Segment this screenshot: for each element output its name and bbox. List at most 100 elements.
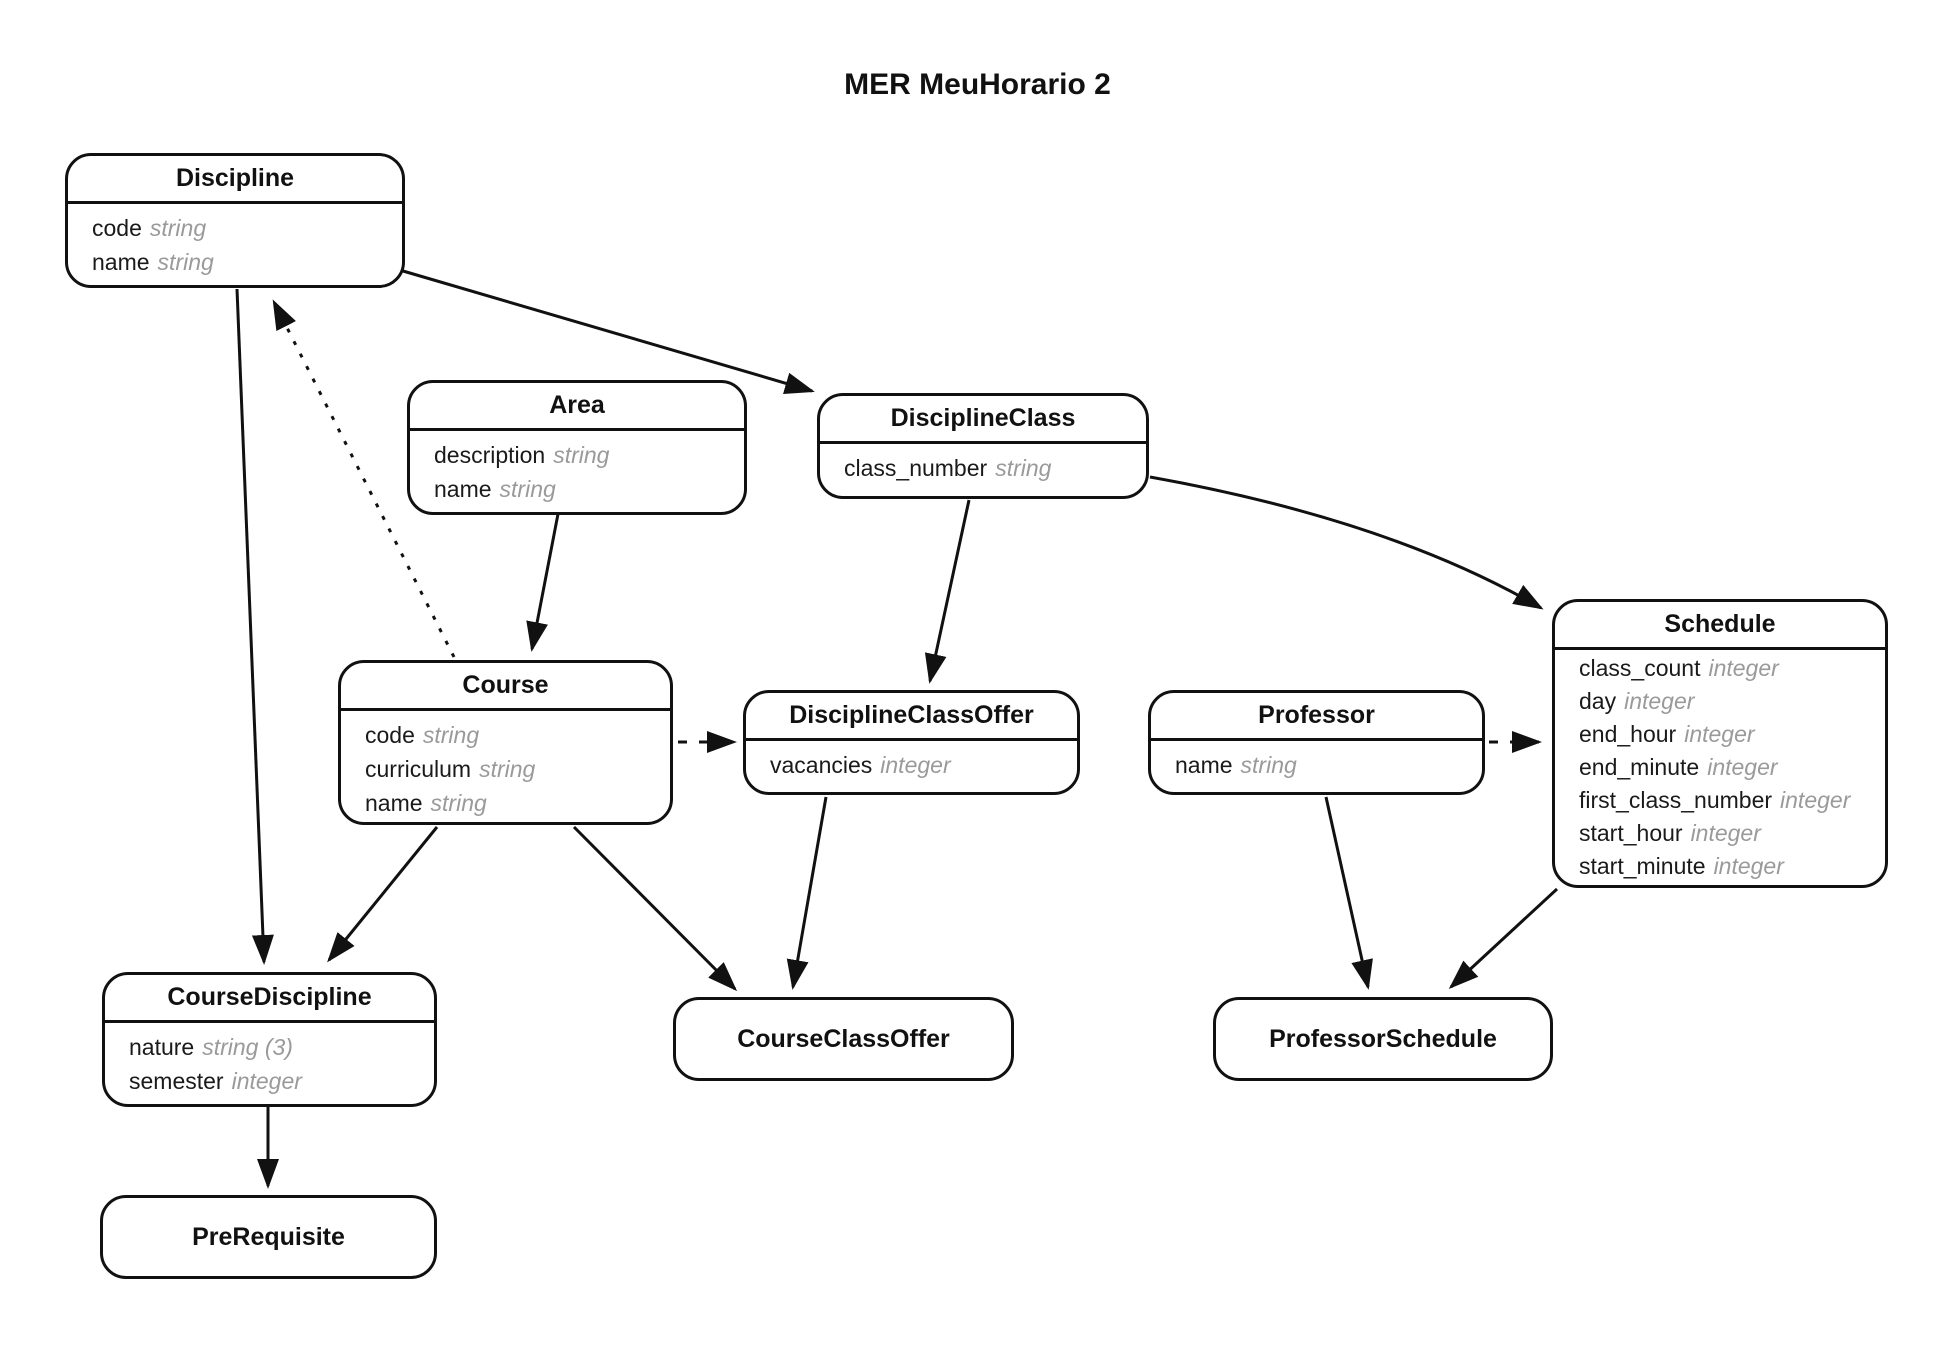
attribute-row: end_hour integer [1579,718,1885,751]
entity-disciplineclass: DisciplineClass class_number string [817,393,1149,499]
attribute-name: description [434,442,546,468]
attribute-type: string [1240,752,1297,778]
entity-disciplineclassoffer-title: DisciplineClassOffer [746,693,1077,741]
attribute-type: integer [1708,655,1779,681]
attribute-name: day [1579,688,1617,714]
attribute-name: start_minute [1579,853,1706,879]
attribute-row: start_minute integer [1579,850,1885,883]
attribute-row: vacancies integer [770,748,1077,782]
attribute-type: string [995,455,1052,481]
attribute-name: vacancies [770,752,873,778]
edge-course-to-coursediscipline [327,826,439,963]
edge-area-to-course [526,513,560,652]
attribute-name: code [365,722,415,748]
edge-course-to-discipline [272,299,456,658]
entity-coursediscipline-attributes: nature string (3) semester integer [105,1023,434,1098]
attribute-type: integer [1690,820,1761,846]
attribute-row: code string [365,718,670,752]
edge-disciplineclass-to-disciplineclassoffer [924,499,971,684]
attribute-name: nature [129,1034,195,1060]
attribute-row: name string [365,786,670,820]
edge-discipline-to-disciplineclass [402,269,815,394]
entity-professor-title: Professor [1151,693,1482,741]
attribute-name: name [434,476,492,502]
attribute-row: semester integer [129,1064,434,1098]
entity-prerequisite-title: PreRequisite [192,1222,345,1251]
attribute-row: curriculum string [365,752,670,786]
attribute-row: class_count integer [1579,652,1885,685]
entity-coursediscipline-title: CourseDiscipline [105,975,434,1023]
attribute-row: end_minute integer [1579,751,1885,784]
entity-course-title: Course [341,663,670,711]
attribute-type: string [479,756,536,782]
entity-prerequisite: PreRequisite [100,1195,437,1279]
attribute-name: class_count [1579,655,1701,681]
attribute-row: name string [434,472,744,506]
edge-schedule-to-professorschedule [1448,887,1559,990]
entity-disciplineclassoffer-attributes: vacancies integer [746,741,1077,782]
attribute-row: first_class_number integer [1579,784,1885,817]
entity-disciplineclassoffer: DisciplineClassOffer vacancies integer [743,690,1080,795]
entity-area-title: Area [410,383,744,431]
edge-disciplineclassoffer-to-courseclassoffer [786,796,828,990]
attribute-type: integer [1780,787,1851,813]
attribute-row: class_number string [844,451,1146,485]
attribute-name: end_minute [1579,754,1700,780]
diagram-title: MER MeuHorario 2 [844,68,1111,101]
attribute-name: name [92,249,150,275]
attribute-type: string (3) [202,1034,293,1060]
attribute-row: name string [92,245,402,279]
attribute-type: string [499,476,556,502]
attribute-name: class_number [844,455,988,481]
entity-disciplineclass-title: DisciplineClass [820,396,1146,444]
entity-area-attributes: description string name string [410,431,744,506]
attribute-type: integer [231,1068,302,1094]
edge-discipline-to-coursediscipline [235,288,274,965]
attribute-name: end_hour [1579,721,1677,747]
entity-coursediscipline: CourseDiscipline nature string (3) semest… [102,972,437,1107]
attribute-type: integer [1713,853,1784,879]
entity-schedule-title: Schedule [1555,602,1885,650]
entity-course-attributes: code string curriculum string name string [341,711,670,820]
attribute-row: day integer [1579,685,1885,718]
attribute-type: string [149,215,207,241]
attribute-name: name [1175,752,1233,778]
attribute-name: first_class_number [1579,787,1773,813]
entity-professor: Professor name string [1148,690,1485,795]
attribute-type: integer [1684,721,1755,747]
edge-professor-to-professorschedule [1324,796,1373,990]
entity-courseclassoffer: CourseClassOffer [673,997,1014,1081]
attribute-row: start_hour integer [1579,817,1885,850]
entity-professor-attributes: name string [1151,741,1482,782]
edge-disciplineclass-to-schedule [1149,475,1544,610]
entity-disciplineclass-attributes: class_number string [820,444,1146,485]
entity-discipline-title: Discipline [68,156,402,204]
attribute-row: description string [434,438,744,472]
attribute-name: semester [129,1068,224,1094]
edge-course-to-courseclassoffer [572,825,738,992]
entity-courseclassoffer-title: CourseClassOffer [737,1024,950,1053]
attribute-name: start_hour [1579,820,1683,846]
entity-area: Area description string name string [407,380,747,515]
attribute-type: integer [1624,688,1695,714]
attribute-row: name string [1175,748,1482,782]
attribute-type: integer [880,752,951,778]
attribute-type: string [157,249,214,275]
entity-professorschedule: ProfessorSchedule [1213,997,1553,1081]
entity-professorschedule-title: ProfessorSchedule [1269,1024,1497,1053]
attribute-type: string [553,442,610,468]
attribute-name: name [365,790,423,816]
attribute-row: nature string (3) [129,1030,434,1064]
attribute-type: string [422,722,480,748]
attribute-name: curriculum [365,756,472,782]
attribute-type: integer [1707,754,1778,780]
attribute-type: string [430,790,487,816]
